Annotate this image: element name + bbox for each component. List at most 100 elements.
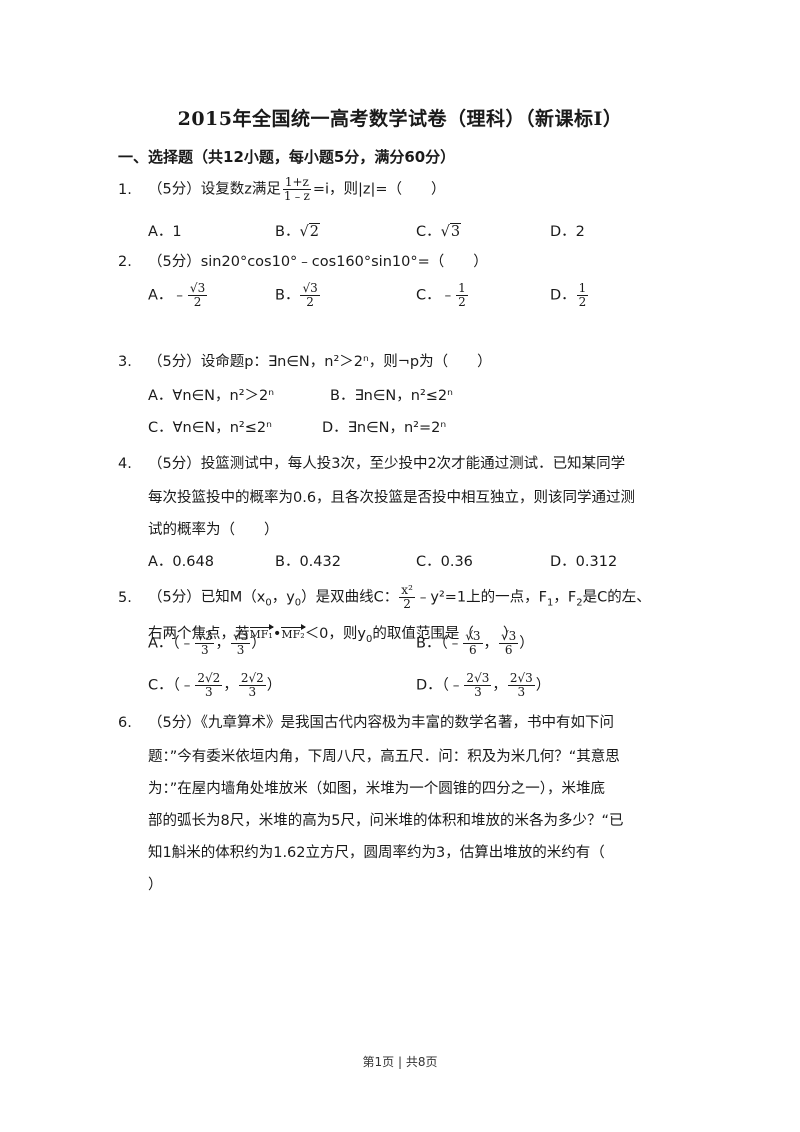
option-label: B．	[416, 635, 441, 652]
option-a: A．∀n∈N，n²＞2ⁿ	[148, 388, 275, 404]
question-text: =i，则|z|=（ ）	[312, 181, 446, 198]
fraction-denominator: 2	[193, 295, 202, 309]
question-text: （5分）设命题p：∃n∈N，n²＞2ⁿ，则¬p为（ ）	[148, 354, 492, 370]
question-text: （5分）已知M（x	[148, 589, 266, 606]
fraction-denominator: 2	[458, 295, 466, 309]
option-label: B．	[275, 287, 300, 304]
question-text: ，y	[271, 589, 295, 606]
fraction-numerator: √3	[195, 629, 215, 644]
question-number: 3.	[118, 354, 132, 370]
option-label: A．	[148, 635, 173, 652]
radicand: 2	[256, 671, 264, 685]
coefficient: 2	[509, 671, 518, 685]
option-label: A．	[148, 287, 173, 304]
fraction-numerator: √3	[499, 629, 519, 644]
fraction-denominator: 3	[236, 643, 245, 657]
option-d: D．2	[550, 224, 585, 240]
question-text: 为：”在屋内墙角处堆放米（如图，米堆为一个圆锥的四分之一），米堆底	[148, 781, 606, 797]
option-d: D．0.312	[550, 554, 618, 570]
option-c: C．∀n∈N，n²≤2ⁿ	[148, 420, 272, 436]
question-text: ，F	[553, 589, 577, 606]
question-6: 6.（5分）《九章算术》是我国古代内容极为丰富的数学名著，书中有如下问	[118, 713, 614, 733]
fraction-numerator: x²	[399, 583, 415, 598]
fraction-denominator: 3	[205, 685, 213, 699]
question-text: 知1斛米的体积约为1.62立方尺，圆周率约为3，估算出堆放的米约有（	[148, 845, 605, 861]
page-footer: 第1页 | 共8页	[362, 1055, 438, 1069]
section-heading: 一、选择题（共12小题，每小题5分，满分60分）	[118, 148, 456, 166]
fraction-denominator: 6	[469, 643, 477, 657]
fraction-denominator: 3	[201, 643, 209, 657]
sqrt: √3	[440, 223, 462, 240]
question-text: 题：”今有委米依垣内角，下周八尺，高五尺．问：积及为米几何？“其意思	[148, 749, 620, 765]
fraction-numerator: √3	[187, 281, 208, 296]
fraction-numerator: 1+z	[282, 175, 311, 190]
question-text: 是C的左、	[582, 589, 651, 606]
subscript: 2	[576, 597, 583, 609]
option-label: D．	[550, 287, 576, 304]
option-a: A．1	[148, 224, 182, 240]
question-number: 4.	[118, 456, 132, 472]
option-label: C．	[416, 224, 441, 240]
fraction-denominator: 3	[248, 685, 257, 699]
option-d: D．∃n∈N，n²=2ⁿ	[322, 420, 447, 436]
sign: ﹣	[172, 287, 187, 304]
radicand: 3	[240, 629, 249, 643]
subscript: 0	[366, 633, 373, 645]
option-label: D．	[416, 677, 442, 694]
radicand: 3	[204, 629, 213, 643]
fraction-denominator: 2	[403, 597, 411, 611]
option-label: C．	[148, 677, 173, 694]
option-b: B．0.432	[275, 554, 341, 570]
coefficient: 2	[197, 671, 206, 685]
subscript: 0	[265, 597, 272, 609]
fraction-numerator: √3	[300, 281, 320, 296]
fraction-numerator: 1	[576, 281, 589, 296]
question-text: ）	[148, 877, 163, 893]
question-text: 每次投篮投中的概率为0.6，且各次投篮是否投中相互独立，则该同学通过测	[148, 490, 636, 506]
fraction-numerator: 2√2	[195, 671, 223, 686]
question-3: 3. （5分）设命题p：∃n∈N，n²＞2ⁿ，则¬p为（ ）	[118, 352, 492, 372]
fraction-numerator: 2√2	[238, 671, 266, 686]
fraction-numerator: 2√3	[507, 671, 535, 686]
radicand: 3	[525, 671, 533, 685]
fraction-denominator: 6	[504, 643, 513, 657]
coefficient: 2	[466, 671, 475, 685]
sign: ﹣	[440, 287, 456, 304]
question-text: ＜0，则y	[304, 626, 366, 642]
question-text: 右两个焦点，若	[148, 626, 250, 642]
fraction-denominator: 2	[306, 295, 314, 309]
fraction-numerator: 2√3	[464, 671, 492, 686]
fraction-numerator: √3	[230, 629, 251, 644]
question-text: 部的弧长为8尺，米堆的高为5尺，问米堆的体积和堆放的米各为多少？“已	[148, 813, 624, 829]
fraction-denominator: 3	[517, 685, 526, 699]
question-4: 4.（5分）投篮测试中，每人投3次，至少投中2次才能通过测试．已知某同学	[118, 454, 625, 474]
sqrt: √2	[299, 223, 320, 240]
fraction-denominator: 3	[474, 685, 482, 699]
question-text-line: 右两个焦点，若MF₁•MF₂＜0，则y0的取值范围是（ ）	[148, 622, 517, 645]
question-number: 2.	[118, 254, 132, 270]
question-text: ﹣y²=1上的一点，F	[415, 589, 547, 606]
question-text: （5分）sin20°cos10°﹣cos160°sin10°=（ ）	[148, 254, 488, 270]
question-text: ）是双曲线C：	[301, 589, 399, 606]
fraction-numerator: 1	[456, 281, 468, 296]
